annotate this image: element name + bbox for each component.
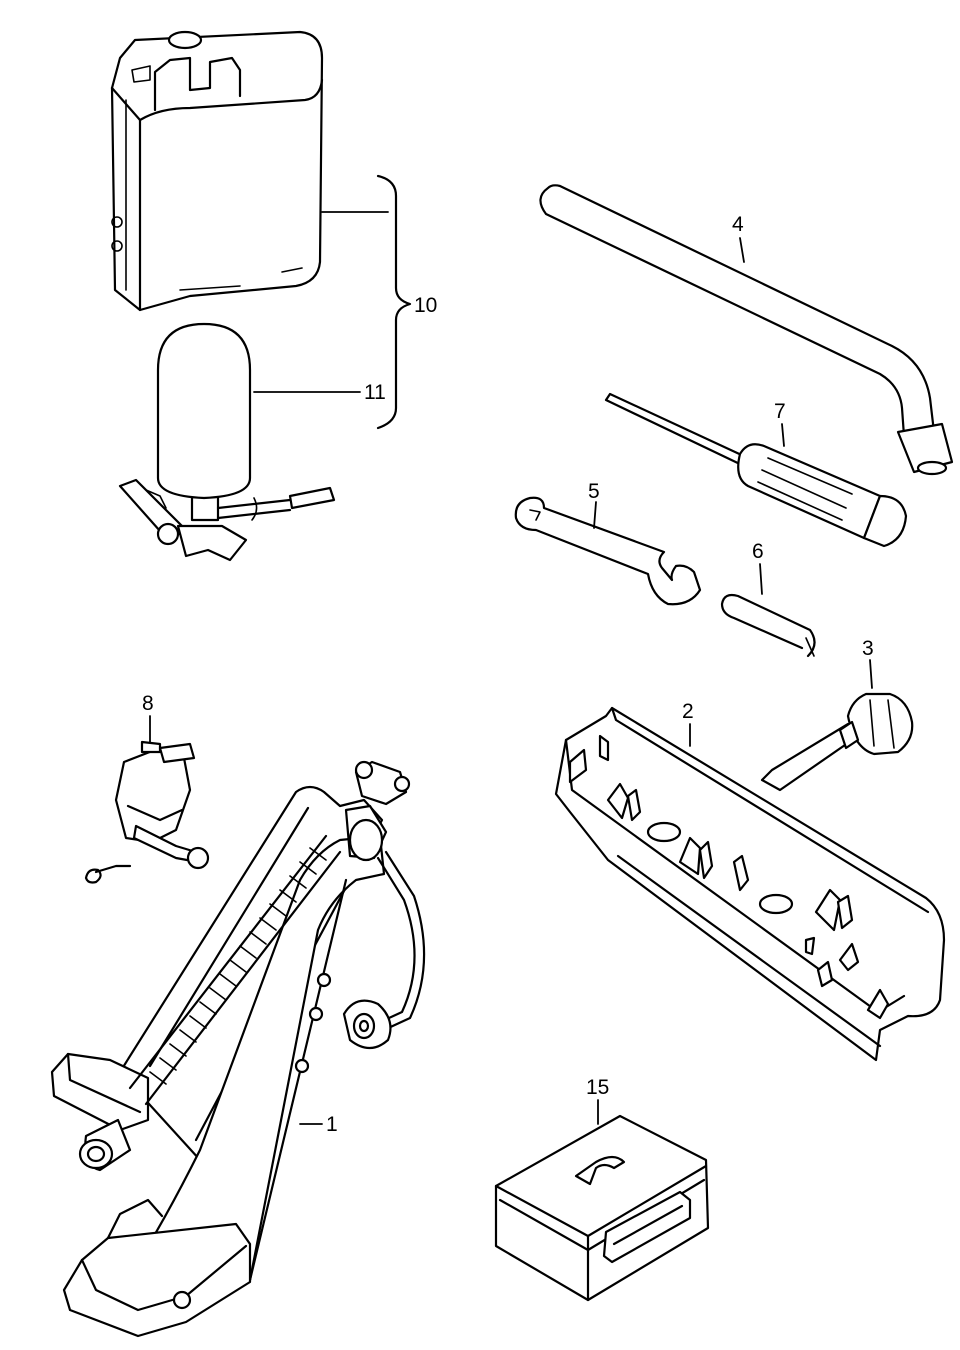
- callout-4: 4: [732, 213, 744, 236]
- callout-11: 11: [364, 381, 386, 404]
- callout-6: 6: [752, 540, 764, 563]
- group-brace: [376, 174, 412, 430]
- callout-1: 1: [326, 1113, 338, 1136]
- leader-5: [593, 501, 597, 529]
- part-11-gas-cartridge: [118, 322, 336, 562]
- part-10-canister: [110, 30, 324, 312]
- callout-7: 7: [774, 400, 786, 423]
- part-3-wing-bolt: [760, 692, 914, 792]
- part-8-bracket: [84, 740, 210, 884]
- leader-6: [759, 563, 763, 595]
- leader-3: [869, 659, 873, 689]
- leader-7: [781, 423, 785, 447]
- callout-2: 2: [682, 700, 694, 723]
- callout-3: 3: [862, 637, 874, 660]
- leader-4: [739, 237, 745, 263]
- part-4-wheel-brace: [539, 184, 954, 476]
- part-6-wire-hook: [720, 593, 816, 658]
- callout-5: 5: [588, 480, 600, 503]
- callout-8: 8: [142, 692, 154, 715]
- callout-15: 15: [586, 1076, 609, 1099]
- part-2-tool-tray: [554, 706, 946, 1062]
- part-7-screwdriver: [604, 392, 908, 548]
- part-1-scissor-jack: [50, 760, 426, 1338]
- part-15-case: [494, 1114, 710, 1302]
- part-5-wrench: [514, 496, 702, 606]
- callout-10: 10: [414, 294, 437, 317]
